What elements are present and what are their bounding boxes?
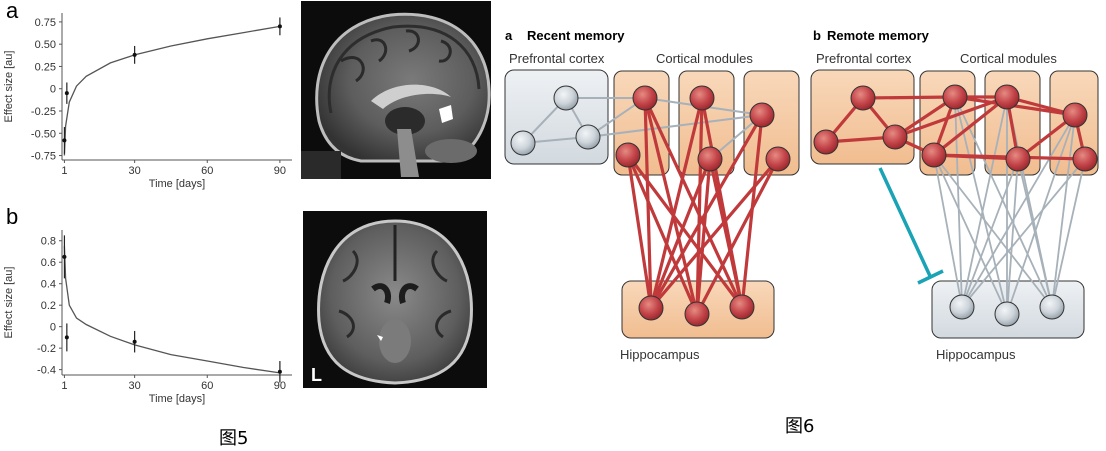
y-tick-label: 0.2 (41, 300, 56, 312)
y-tick-label: 0.8 (41, 236, 56, 248)
y-tick-label: 0 (50, 84, 56, 96)
figure6-caption: 图6 (785, 416, 815, 437)
fig6-panel-b-letter: b (813, 28, 821, 43)
memory-consolidation-diagram: a Recent memory Prefrontal cortex Cortic… (504, 28, 1099, 362)
fig6-a-cortical-nodes (615, 85, 791, 172)
x-tick-label: 90 (274, 165, 286, 177)
activation-spot (439, 105, 453, 123)
data-point (277, 24, 282, 29)
fit-curve (63, 246, 280, 374)
fig5-panel-a-letter: a (6, 0, 19, 23)
data-point (62, 138, 67, 143)
x-tick-label: 30 (129, 380, 141, 392)
fig6-b-hippocampus-nodes (949, 294, 1065, 327)
y-tick-label: 0.4 (41, 279, 56, 291)
x-tick-label: 1 (61, 380, 67, 392)
fig6-a-hippocampus-label: Hippocampus (620, 347, 700, 362)
data-point (64, 335, 69, 340)
fig6-b-cortical-label: Cortical modules (960, 51, 1057, 66)
fig6-b-cortical-nodes (921, 84, 1098, 172)
x-tick-label: 90 (274, 380, 286, 392)
figure5-caption: 图5 (219, 428, 249, 449)
y-tick-label: 0.25 (35, 61, 56, 73)
fig6-panel-a-letter: a (505, 28, 513, 43)
fig6-a-prefrontal-nodes (510, 85, 601, 156)
fig6-a-cortical-label: Cortical modules (656, 51, 753, 66)
sagittal-brain-image (301, 1, 491, 179)
y-tick-label: -0.50 (31, 128, 56, 140)
fig6-a-prefrontal-label: Prefrontal cortex (509, 51, 605, 66)
y-tick-label: -0.75 (31, 151, 56, 163)
left-hemisphere-marker: L (311, 365, 322, 385)
fig5-panel-b-letter: b (6, 204, 19, 229)
data-point (62, 254, 67, 259)
y-tick-label: 0.75 (35, 17, 56, 29)
y-axis-label: Effect size [au] (3, 267, 15, 339)
y-axis-label: Effect size [au] (3, 51, 15, 123)
x-tick-label: 30 (129, 165, 141, 177)
prefrontal-inhibition-arrow (878, 167, 944, 285)
fig6-panel-b-title: Remote memory (827, 28, 930, 43)
fit-curve (63, 25, 281, 156)
data-point (132, 339, 137, 344)
fig6-panel-a-title: Recent memory (527, 28, 625, 43)
x-tick-label: 60 (201, 165, 213, 177)
fig5-chart-a: 0.75 0.50 0.25 0 -0.25 -0.50 -0.75 1 30 60 90Time … (3, 13, 292, 190)
activation-spot-b (377, 335, 383, 341)
y-tick-label: 0.50 (35, 39, 56, 51)
fig6-b-hippocampus-label: Hippocampus (936, 347, 1016, 362)
data-point (132, 52, 137, 57)
data-point (64, 91, 69, 96)
fig6-b-prefrontal-label: Prefrontal cortex (816, 51, 912, 66)
fig6-a-hippocampus-nodes (638, 294, 755, 327)
x-tick-label: 60 (201, 380, 213, 392)
x-axis-label: Time [days] (149, 178, 205, 190)
y-tick-label: 0.6 (41, 257, 56, 269)
y-tick-label: -0.2 (37, 343, 56, 355)
x-axis-label: Time [days] (149, 393, 205, 405)
data-point (277, 369, 282, 374)
coronal-brain-image: L (303, 211, 487, 388)
fig6-b-prefrontal-nodes (813, 85, 908, 155)
y-tick-label: -0.4 (37, 365, 56, 377)
fig6-a-red-links (626, 97, 780, 315)
y-tick-label: 0 (50, 322, 56, 334)
y-tick-label: -0.25 (31, 106, 56, 118)
x-tick-label: 1 (61, 165, 67, 177)
